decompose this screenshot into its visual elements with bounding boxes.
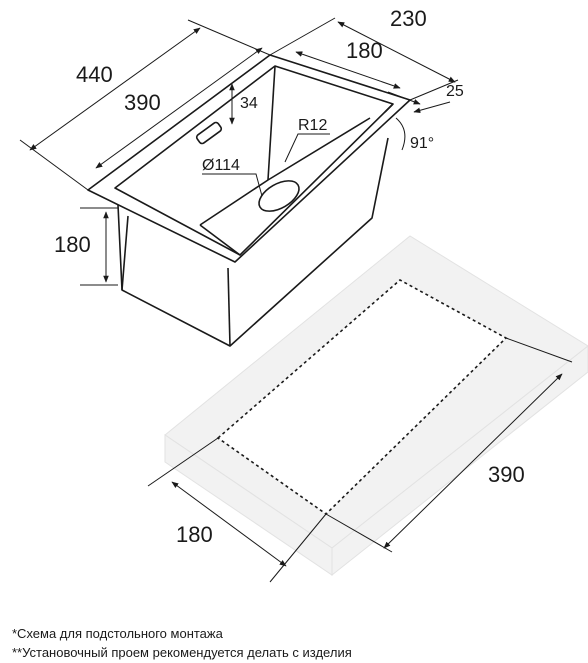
dim-440-extension — [20, 140, 88, 190]
dim-230-label: 230 — [390, 6, 427, 31]
notes-block: *Схема для подстольного монтажа **Устано… — [12, 624, 582, 662]
angle-91-arc — [396, 118, 405, 150]
dim-440-extension — [188, 20, 270, 55]
d114-leader — [202, 174, 262, 196]
dim-180-height-label: 180 — [54, 232, 91, 257]
dim-230-extension — [270, 18, 335, 55]
drain-diameter-label: Ø114 — [202, 157, 240, 174]
cutout-390-label: 390 — [488, 462, 525, 487]
sink-wall-edge — [228, 268, 230, 346]
corner-radius-label: R12 — [298, 117, 327, 134]
dim-34-label: 34 — [240, 95, 258, 112]
dim-440-label: 440 — [76, 62, 113, 87]
drain-hole — [254, 175, 304, 218]
sink-inner-corner — [268, 66, 275, 180]
overflow-slot — [196, 121, 223, 144]
dim-180-top-label: 180 — [346, 38, 383, 63]
r12-leader — [285, 134, 330, 162]
dim-390-label: 390 — [124, 90, 161, 115]
cutout-180-label: 180 — [176, 522, 213, 547]
sink-bowl-bottom — [200, 225, 240, 255]
dim-440-line — [30, 28, 200, 150]
note-undermount: *Схема для подстольного монтажа — [12, 624, 582, 643]
sink-inner-corner — [385, 104, 393, 112]
dim-25-label: 25 — [446, 83, 464, 100]
wall-angle-label: 91° — [410, 135, 434, 152]
dim-390-line — [96, 48, 262, 168]
note-cutout: **Установочный проем рекомендуется делат… — [12, 643, 582, 662]
sink-wall-edge — [122, 216, 128, 290]
